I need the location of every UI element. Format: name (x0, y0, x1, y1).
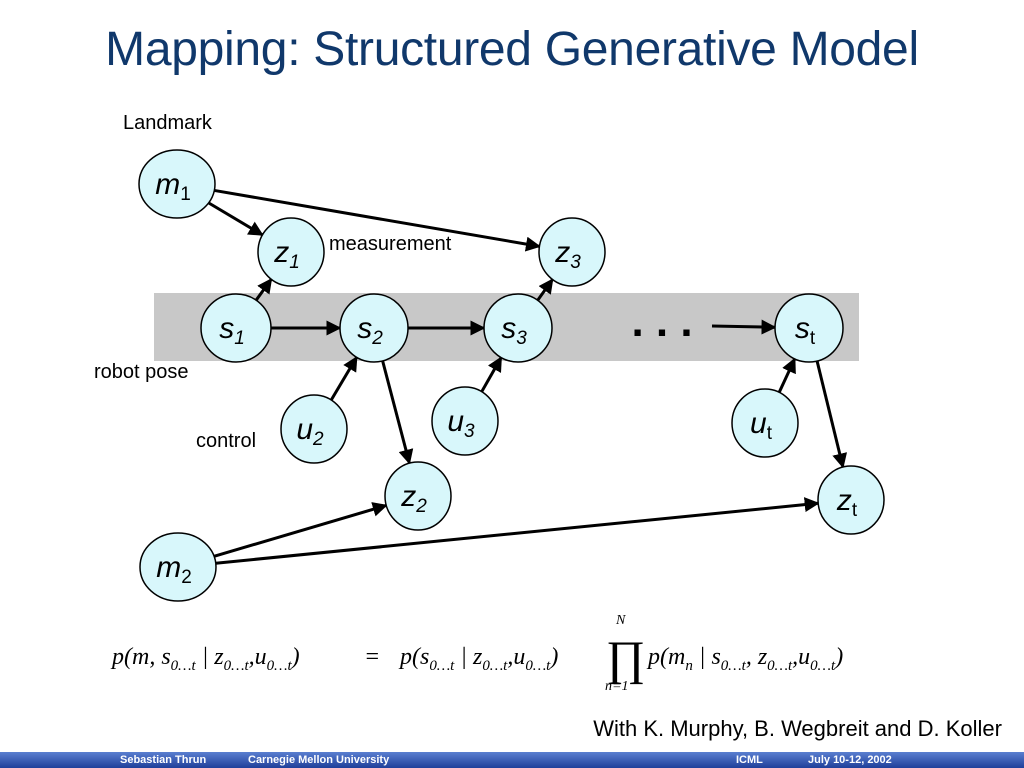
edge-u2-to-s2 (329, 355, 358, 401)
edge-u3-to-s3 (480, 356, 503, 393)
footer-venue: ICML (736, 754, 763, 766)
svg-text:n=1: n=1 (605, 679, 628, 694)
slide-footer: Sebastian Thrun Carnegie Mellon Universi… (0, 752, 1024, 768)
node-m2: m2 (139, 532, 217, 602)
node-label-ut: ut (750, 407, 773, 444)
node-zt: zt (817, 465, 885, 535)
ellipsis: . . . (631, 297, 692, 346)
node-st: st (774, 293, 844, 363)
edge-m1-to-z1 (207, 201, 264, 237)
node-label-m1: m1 (155, 168, 191, 205)
joint-probability-formula: p(m, s0…t | z0…t,u0…t) = p(s0…t | z0…t,u… (108, 596, 908, 696)
edge-s1-to-z1 (254, 278, 273, 302)
node-ut: ut (731, 388, 799, 458)
slide-title: Mapping: Structured Generative Model (105, 23, 919, 76)
node-z3: z3 (538, 217, 606, 287)
node-label-zt: zt (836, 484, 858, 521)
robot-pose-label: robot pose (94, 361, 189, 383)
node-label-s3: s3 (501, 312, 527, 349)
svg-text:p(s0…t | z0…t,u0…t): p(s0…t | z0…t,u0…t) (398, 644, 558, 674)
node-s2: s2 (339, 293, 409, 363)
node-m1: m1 (138, 149, 216, 219)
edge-m2-to-z2 (213, 502, 388, 558)
node-u3: u3 (431, 386, 499, 456)
node-label-s1: s1 (219, 312, 245, 349)
node-layer: m1 z1 z3 s1 s2 s3 st u2 u3 ut z2 zt m2 (138, 149, 885, 602)
edge-m1-to-z3 (214, 188, 541, 252)
node-z2: z2 (384, 461, 452, 531)
node-label-z3: z3 (554, 236, 581, 273)
edge-dots-to-st (711, 319, 777, 335)
node-label-m2: m2 (156, 551, 192, 588)
footer-author: Sebastian Thrun (120, 754, 207, 766)
node-z1: z1 (257, 217, 325, 287)
node-label-z2: z2 (400, 480, 427, 517)
control-label: control (196, 430, 257, 452)
edge-s3-to-z3 (536, 278, 554, 302)
node-label-s2: s2 (357, 312, 383, 349)
svg-text:N: N (615, 613, 626, 628)
node-s3: s3 (483, 293, 553, 363)
node-label-st: st (795, 312, 816, 349)
edge-ut-to-st (777, 357, 797, 393)
formula-equals: = (364, 644, 380, 670)
footer-institution: Carnegie Mellon University (248, 754, 390, 766)
credit-line: With K. Murphy, B. Wegbreit and D. Kolle… (593, 716, 1002, 741)
edge-s2-to-z2 (381, 360, 414, 465)
svg-text:p(mn | s0…t, z0…t,u0…t): p(mn | s0…t, z0…t,u0…t) (646, 644, 843, 674)
node-label-u3: u3 (447, 405, 475, 442)
measurement-label: measurement (329, 233, 452, 255)
landmark-label: Landmark (123, 112, 212, 134)
formula-p: p (110, 644, 124, 670)
edge-layer (207, 188, 848, 565)
node-u2: u2 (280, 394, 348, 464)
footer-date: July 10-12, 2002 (808, 754, 892, 766)
node-s1: s1 (200, 293, 272, 363)
node-label-u2: u2 (296, 413, 324, 450)
node-label-z1: z1 (273, 236, 300, 273)
svg-text:p(m, s0…t | z0…t,u0…t): p(m, s0…t | z0…t,u0…t) (110, 644, 300, 674)
edge-st-to-zt (815, 360, 848, 469)
edge-m2-to-zt (215, 497, 820, 565)
product-symbol: ∏ (606, 632, 646, 685)
